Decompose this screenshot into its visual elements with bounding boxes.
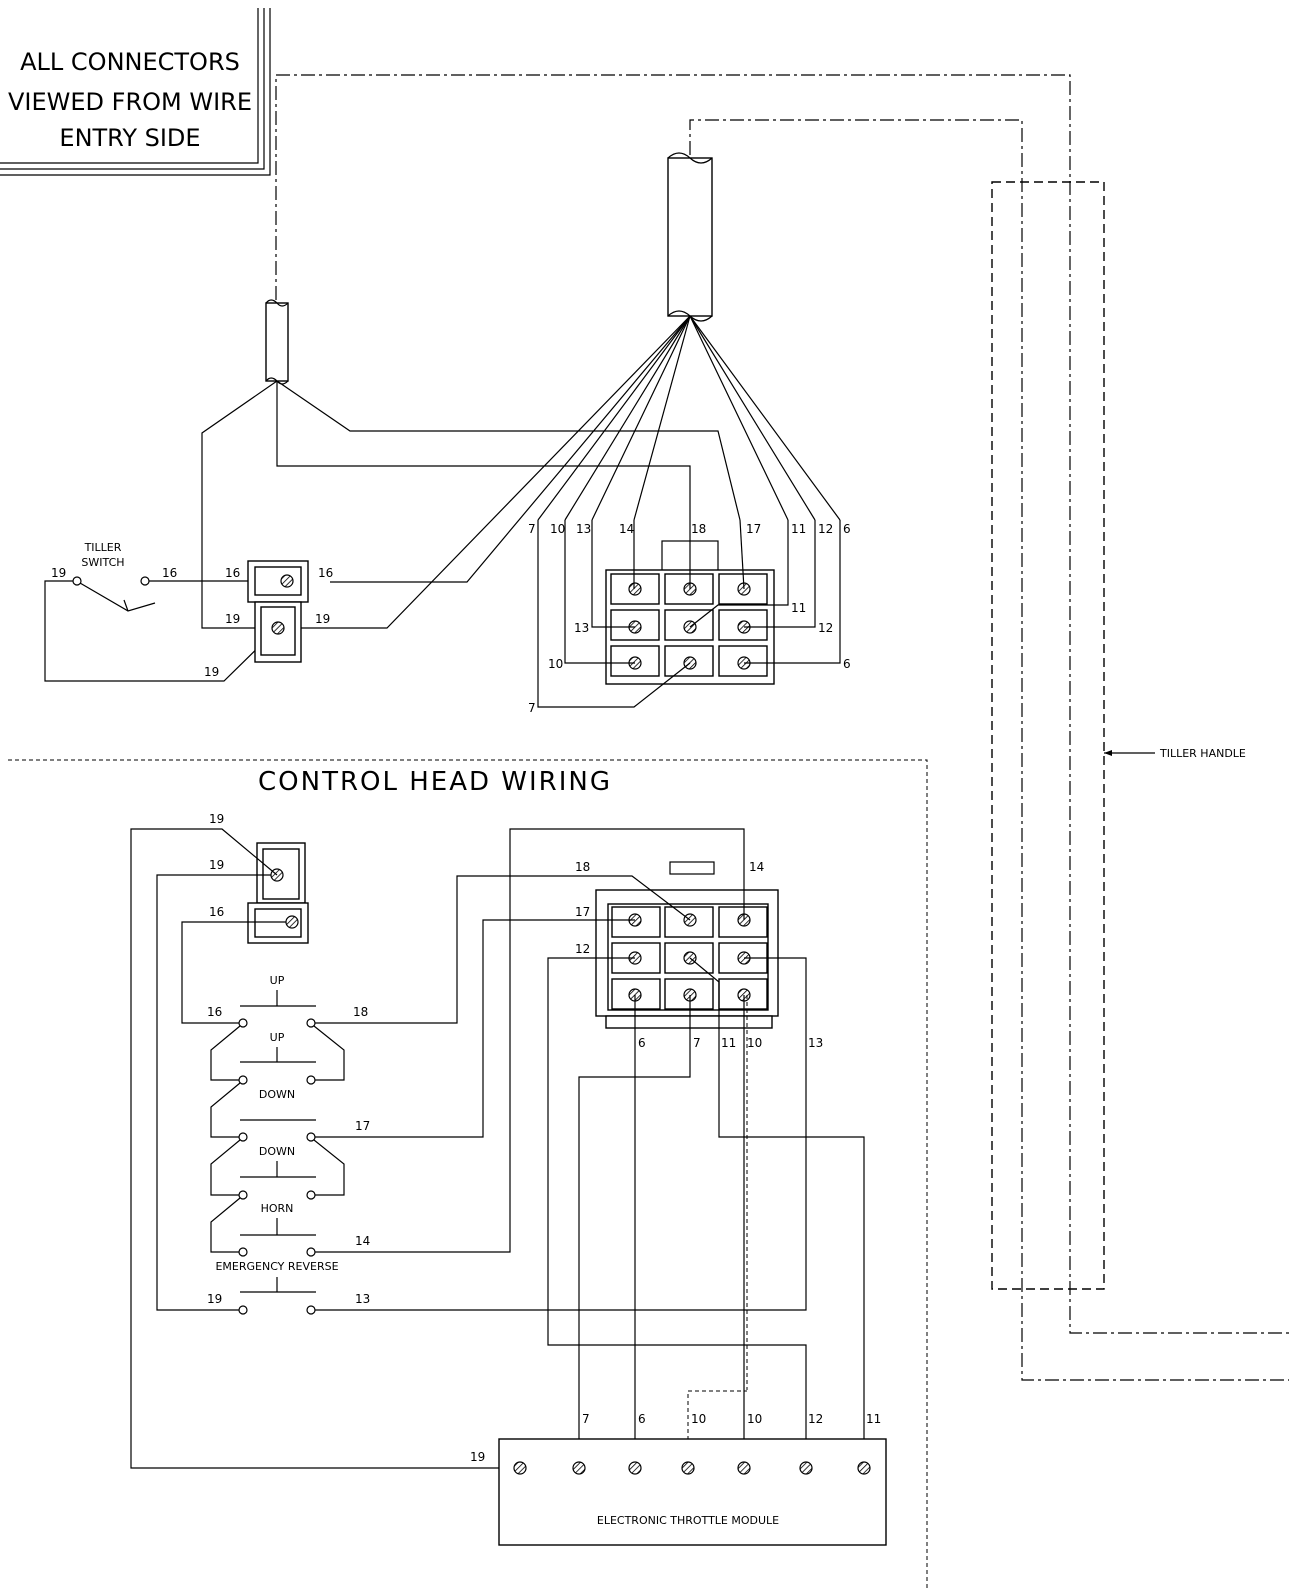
wire-label-17: 17	[746, 522, 761, 536]
head-connector-2pin	[247, 842, 309, 944]
switch-jumpers	[210, 1025, 345, 1253]
switch-contacts: UP UP DOWN DOWN HORN EMERGENCY REVERSE	[215, 974, 339, 1315]
module-wire-19: 19	[470, 1450, 485, 1464]
conn-wire-19-right: 19	[315, 612, 330, 626]
tiller-handle-outline: TILLER HANDLE	[991, 181, 1246, 1290]
tiller-switch-label-1: TILLER	[84, 541, 122, 554]
control-head-boundary: CONTROL HEAD WIRING	[8, 759, 928, 1590]
side-label-6: 6	[843, 657, 851, 671]
top-connector-wires	[537, 519, 841, 708]
side-label-12: 12	[818, 621, 833, 635]
wire-label-14: 14	[619, 522, 634, 536]
head-wire-16: 16	[209, 905, 224, 919]
tiller-wire-19-bottom: 19	[204, 665, 219, 679]
switch-up-label-b: UP	[270, 1031, 285, 1044]
top-connector-labels: 7 10 13 14 18 17 11 12 6 11 13 12 10 6 7	[528, 522, 851, 715]
small-cable-wires	[201, 380, 741, 629]
head-wire-11: 11	[721, 1036, 736, 1050]
note-box: ALL CONNECTORS VIEWED FROM WIRE ENTRY SI…	[0, 8, 271, 176]
wire-label-18: 18	[691, 522, 706, 536]
switch-wire-14: 14	[355, 1234, 370, 1248]
side-label-11: 11	[791, 601, 806, 615]
head-connector-9pin	[595, 861, 779, 1029]
module-wire-10a: 10	[691, 1412, 706, 1426]
wire-label-10: 10	[550, 522, 565, 536]
switch-wire-17: 17	[355, 1119, 370, 1133]
switch-up-label-a: UP	[270, 974, 285, 987]
conn-wire-19-left: 19	[225, 612, 240, 626]
module-wire-12: 12	[808, 1412, 823, 1426]
wire-label-13: 13	[576, 522, 591, 536]
large-cable-fanout	[300, 315, 841, 629]
head-wiring: 19 19 16 18 14 17 12 16 18 17 14 19 13 6…	[130, 812, 865, 1469]
note-line-2: VIEWED FROM WIRE	[8, 88, 252, 116]
head-wire-6: 6	[638, 1036, 646, 1050]
tiller-switch-label-2: SWITCH	[81, 556, 124, 569]
conn-wire-16-right: 16	[318, 566, 333, 580]
wire-label-6: 6	[843, 522, 851, 536]
note-line-1: ALL CONNECTORS	[20, 48, 240, 76]
head-wire-7: 7	[693, 1036, 701, 1050]
side-label-7: 7	[528, 701, 536, 715]
tiller-connector: 16 16 19 19 19	[204, 560, 333, 679]
module-wire-11: 11	[866, 1412, 881, 1426]
head-wire-10: 10	[747, 1036, 762, 1050]
side-label-13: 13	[574, 621, 589, 635]
small-cable	[265, 299, 289, 385]
switch-wire-13: 13	[355, 1292, 370, 1306]
module-wire-6: 6	[638, 1412, 646, 1426]
module-label: ELECTRONIC THROTTLE MODULE	[597, 1514, 779, 1527]
switch-wire-16: 16	[207, 1005, 222, 1019]
head-wire-17: 17	[575, 905, 590, 919]
wire-label-7: 7	[528, 522, 536, 536]
tiller-handle-label: TILLER HANDLE	[1159, 747, 1246, 760]
cable-paths	[275, 74, 1289, 1381]
switch-wire-18: 18	[353, 1005, 368, 1019]
module-wire-7: 7	[582, 1412, 590, 1426]
tiller-wire-19: 19	[51, 566, 66, 580]
conn-wire-16-left: 16	[225, 566, 240, 580]
wire-label-11: 11	[791, 522, 806, 536]
tiller-switch: TILLER SWITCH 19 16	[44, 541, 276, 682]
head-wire-13: 13	[808, 1036, 823, 1050]
large-cable	[667, 152, 713, 322]
side-label-10: 10	[548, 657, 563, 671]
switch-down-label-a: DOWN	[259, 1088, 295, 1101]
head-wire-19b: 19	[209, 858, 224, 872]
section-title: CONTROL HEAD WIRING	[258, 767, 612, 797]
head-wire-12: 12	[575, 942, 590, 956]
head-wire-14: 14	[749, 860, 764, 874]
switch-down-label-b: DOWN	[259, 1145, 295, 1158]
note-line-3: ENTRY SIDE	[59, 124, 200, 152]
head-wire-18: 18	[575, 860, 590, 874]
switch-wire-19: 19	[207, 1292, 222, 1306]
head-wire-19a: 19	[209, 812, 224, 826]
electronic-throttle-module: ELECTRONIC THROTTLE MODULE 19 7 6 10 10 …	[470, 1412, 887, 1546]
switch-horn-label: HORN	[261, 1202, 294, 1215]
switch-emergency-reverse-label: EMERGENCY REVERSE	[215, 1260, 338, 1273]
module-wire-10b: 10	[747, 1412, 762, 1426]
tiller-wire-16: 16	[162, 566, 177, 580]
wire-label-12: 12	[818, 522, 833, 536]
